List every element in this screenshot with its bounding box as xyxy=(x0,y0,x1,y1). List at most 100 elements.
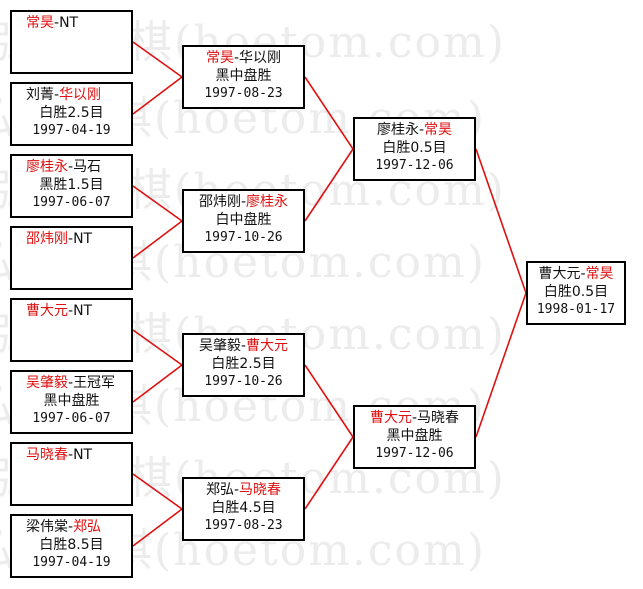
match-result: 白胜4.5目 xyxy=(211,500,276,516)
player-name: 曹大元 xyxy=(246,338,289,354)
player-name: 华以刚 xyxy=(59,87,102,103)
player-name: 常昊 xyxy=(424,122,453,138)
player-separator: - xyxy=(240,338,247,354)
bracket-link xyxy=(132,329,183,366)
bracket-link xyxy=(304,436,354,510)
match-players: 梁伟棠-郑弘 xyxy=(12,518,131,536)
player-name: NT xyxy=(73,303,93,319)
match-result: 白中盘胜 xyxy=(215,212,272,228)
player-separator: - xyxy=(68,519,74,535)
player-separator: - xyxy=(54,87,60,103)
bracket-link xyxy=(304,148,354,222)
player-name: 常昊 xyxy=(205,50,234,66)
match-date: 1997-08-23 xyxy=(204,518,283,533)
match-players: 吴肇毅-曹大元 xyxy=(184,337,303,355)
match-result: 黑中盘胜 xyxy=(43,393,100,409)
bracket-link xyxy=(132,76,183,115)
match-result: 白胜2.5目 xyxy=(39,105,104,121)
bracket-link xyxy=(475,148,527,294)
player-name: 邵炜刚 xyxy=(198,194,241,210)
player-separator: - xyxy=(54,15,60,31)
match-players: 郑弘-马晓春 xyxy=(184,481,303,499)
player-name: 曹大元 xyxy=(538,266,581,282)
match-result: 白胜0.5目 xyxy=(543,284,609,300)
player-separator: - xyxy=(411,410,418,426)
match-date: 1997-04-19 xyxy=(32,555,111,570)
player-separator: - xyxy=(68,447,74,463)
match-players: 廖桂永-马石 xyxy=(12,158,131,176)
bracket-link xyxy=(132,185,183,222)
player-name: 廖桂永 xyxy=(376,122,419,138)
player-name: 郑弘 xyxy=(205,482,234,498)
bracket-link xyxy=(475,292,527,438)
bracket-link xyxy=(132,41,183,78)
player-separator: - xyxy=(233,482,240,498)
player-name: NT xyxy=(73,447,93,463)
player-separator: - xyxy=(68,159,74,175)
bracket-link xyxy=(132,473,183,510)
match-players: 马晓春-NT xyxy=(12,446,131,464)
match-box-r1: 常昊-NT xyxy=(10,10,133,74)
bracket-link xyxy=(132,508,183,547)
match-players: 常昊-NT xyxy=(12,14,131,32)
match-result: 白胜8.5目 xyxy=(39,537,104,553)
player-name: 曹大元 xyxy=(26,303,68,319)
player-separator: - xyxy=(68,231,74,247)
player-name: 常昊 xyxy=(585,266,614,282)
player-name: 吴肇毅 xyxy=(26,375,68,391)
player-name: NT xyxy=(73,231,93,247)
match-date: 1998-01-17 xyxy=(536,302,616,317)
match-players: 廖桂永-常昊 xyxy=(355,121,474,139)
match-result: 黑中盘胜 xyxy=(386,428,443,444)
match-date: 1997-12-06 xyxy=(375,446,454,461)
bracket-link xyxy=(132,220,183,259)
player-name: 郑弘 xyxy=(73,519,102,535)
player-name: 梁伟棠 xyxy=(26,519,68,535)
match-result: 黑中盘胜 xyxy=(215,68,272,84)
match-players: 刘菁-华以刚 xyxy=(12,86,131,104)
player-separator: - xyxy=(580,266,586,282)
match-date: 1997-08-23 xyxy=(204,86,283,101)
bracket-link xyxy=(132,364,183,403)
player-separator: - xyxy=(418,122,425,138)
player-name: 邵炜刚 xyxy=(26,231,68,247)
player-name: 廖桂永 xyxy=(26,159,68,175)
player-name: 马石 xyxy=(73,159,102,175)
player-name: 马晓春 xyxy=(417,410,460,426)
match-result: 黑胜1.5目 xyxy=(39,177,104,193)
match-date: 1997-12-06 xyxy=(375,158,454,173)
match-box-r1: 邵炜刚-NT xyxy=(10,226,133,290)
player-separator: - xyxy=(233,50,240,66)
match-date: 1997-04-19 xyxy=(32,123,111,138)
player-separator: - xyxy=(68,303,74,319)
match-players: 吴肇毅-王冠军 xyxy=(12,374,131,392)
match-players: 曹大元-常昊 xyxy=(528,265,624,283)
player-separator: - xyxy=(68,375,74,391)
match-date: 1997-10-26 xyxy=(204,230,283,245)
player-name: 马晓春 xyxy=(26,447,68,463)
player-name: 廖桂永 xyxy=(246,194,289,210)
match-result: 白胜2.5目 xyxy=(211,356,276,372)
match-date: 1997-06-07 xyxy=(32,195,111,210)
match-date: 1997-06-07 xyxy=(32,411,111,426)
player-name: 王冠军 xyxy=(73,375,116,391)
player-name: 刘菁 xyxy=(26,87,54,103)
match-box-r2: 郑弘-马晓春白胜4.5目 1997-08-23 xyxy=(182,477,305,541)
match-box-r1: 马晓春-NT xyxy=(10,442,133,506)
player-separator: - xyxy=(240,194,247,210)
match-players: 邵炜刚-廖桂永 xyxy=(184,193,303,211)
player-name: NT xyxy=(59,15,79,31)
match-result: 白胜0.5目 xyxy=(382,140,447,156)
